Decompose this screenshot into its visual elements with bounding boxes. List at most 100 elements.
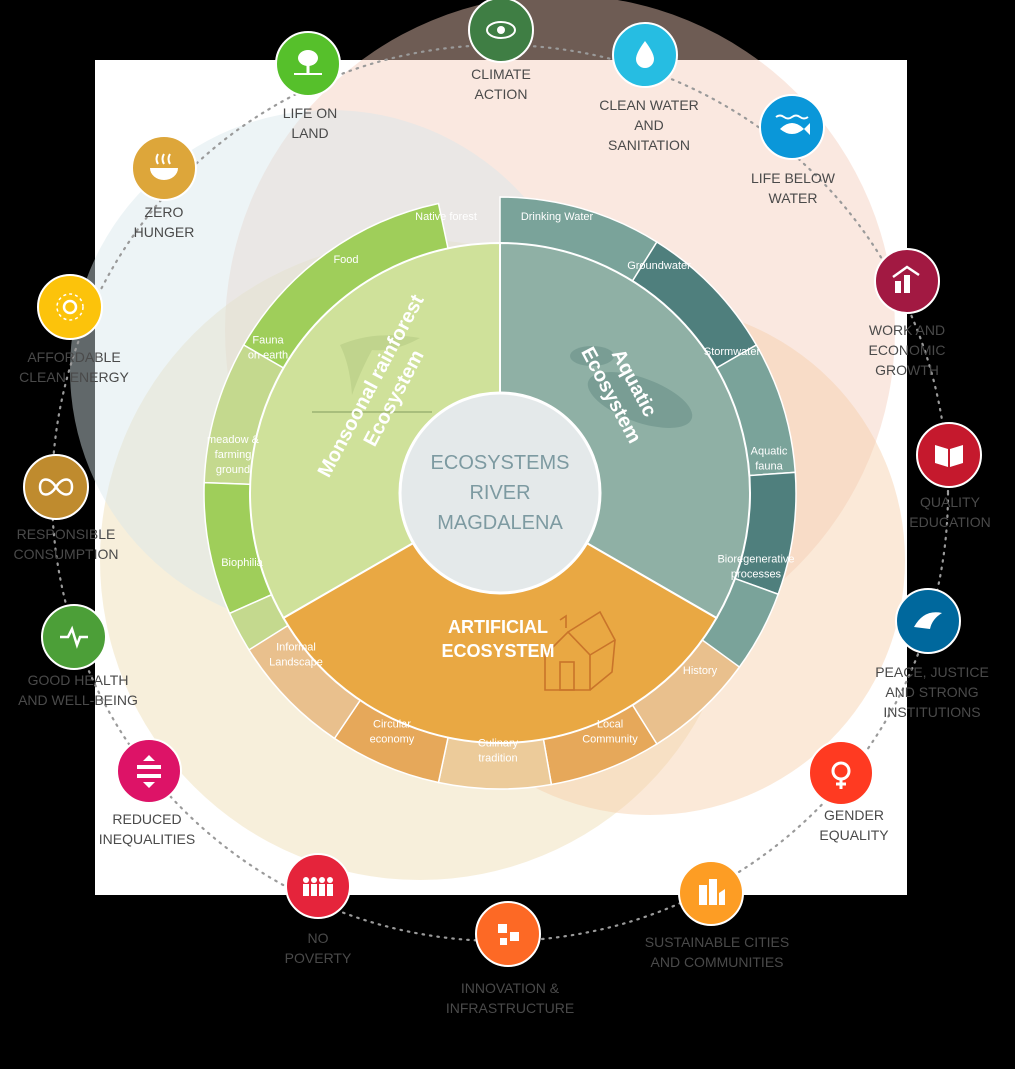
segment-label: Stormwater (704, 346, 761, 358)
segment-label: Groundwater (627, 260, 691, 272)
sdg-label-line: REDUCED (112, 811, 182, 827)
artificial-title: ARTIFICIAL ECOSYSTEM (441, 617, 554, 661)
tree-icon (294, 50, 322, 75)
center-title-line: RIVER (469, 482, 530, 504)
sdg-label: NO POVERTY (233, 928, 403, 968)
segment-label-line: Bioregenerative (717, 554, 794, 566)
sdg-badge (285, 853, 351, 919)
sdg-label-line: CLEAN ENERGY (19, 369, 129, 385)
segment-label: History (683, 665, 718, 677)
segment-label: Drinking Water (521, 211, 594, 223)
growth-chart-icon (892, 265, 920, 293)
segment-label-line: processes (731, 569, 782, 581)
artificial-title-line: ECOSYSTEM (441, 641, 554, 661)
toucan-silhouette-icon (340, 335, 420, 395)
sdg-label-line: RESPONSIBLE (16, 526, 116, 542)
segment-label-line: meadow & (207, 434, 260, 446)
segment-label: meadow & farming ground (207, 434, 260, 476)
fish-icon (775, 114, 810, 135)
sdg-badge (475, 901, 541, 967)
segment-label: Bioregenerative processes (717, 554, 794, 581)
sdg-label: AFFORDABLE CLEAN ENERGY (0, 347, 159, 387)
sdg-label: PEACE, JUSTICE AND STRONG INSTITUTIONS (847, 662, 1015, 722)
sdg-dotted-ring (50, 43, 950, 943)
segment-label-line: Groundwater (627, 260, 691, 272)
city-icon (699, 879, 725, 905)
segment-label-line: on earth (248, 350, 288, 362)
segment-label-line: Aquatic (751, 446, 788, 458)
sdg-label: INNOVATION &INFRASTRUCTURE (425, 978, 595, 1018)
segment-label-line: farming (215, 449, 252, 461)
sdg-label-line: CLEAN WATER (599, 97, 699, 113)
segment-label-line: ground (216, 464, 250, 476)
center-title: ECOSYSTEMS RIVER MAGDALENA (431, 452, 570, 534)
sdg-label-line: AND COMMUNITIES (650, 954, 784, 970)
sdg-label-line: ACTION (474, 86, 528, 102)
segment-label: Fauna on earth (248, 335, 288, 362)
sun-icon (56, 293, 84, 321)
sdg-label-line: LIFE BELOW (750, 170, 836, 186)
segment-label: Culinary tradition (478, 738, 519, 765)
segment-label: Food (333, 254, 358, 266)
house-icon (544, 610, 617, 691)
center-circle (398, 391, 602, 595)
artificial-title-line: ARTIFICIAL (448, 617, 548, 637)
segment-label-line: Drinking Water (521, 211, 594, 223)
fish-silhouette-icon (587, 372, 693, 428)
segment-label-line: Circular (373, 719, 411, 731)
segment-label-line: Local (597, 719, 623, 731)
sdg-badge (116, 738, 182, 804)
sdg-label-line: ZERO (144, 204, 184, 220)
sdg-label: REDUCED INEQUALITIES (62, 809, 232, 849)
sdg-label-line: INFRASTRUCTURE (445, 1000, 575, 1016)
sdg-label-line: AND STRONG (885, 684, 979, 700)
center-title-line: MAGDALENA (437, 512, 563, 534)
family-icon (303, 877, 333, 896)
segment-label-line: Landscape (269, 657, 323, 669)
sdg-label-line: POVERTY (284, 950, 352, 966)
equal-icon (137, 755, 161, 788)
sdg-badge (37, 274, 103, 340)
bowl-icon (150, 153, 178, 180)
segment-label-line: tradition (478, 753, 517, 765)
sdg-label-line: GROWTH (875, 362, 939, 378)
gender-icon (831, 761, 851, 789)
segment-label-line: Food (333, 254, 358, 266)
sdg-label-line: ECONOMIC (868, 342, 946, 358)
sdg-label-line: SANITATION (608, 137, 690, 153)
segment-label-line: Culinary (478, 738, 519, 750)
heartbeat-icon (60, 625, 88, 649)
sdg-label-line: INEQUALITIES (98, 831, 196, 847)
infinity-icon (38, 478, 74, 496)
segment-label-line: Fauna (252, 335, 284, 347)
segment-label-line: Biophilia (221, 557, 263, 569)
sdg-label-line: LAND (291, 125, 329, 141)
segment-label-line: Informal (276, 642, 316, 654)
segment-label-line: Stormwater (704, 346, 761, 358)
sdg-label-line: LIFE ON (282, 105, 338, 121)
sdg-label-line: INSTITUTIONS (883, 704, 981, 720)
eye-globe-icon (486, 21, 516, 39)
sdg-label-line: NO (307, 930, 329, 946)
sdg-label-line: AFFORDABLE (27, 349, 121, 365)
sdg-badge (916, 422, 982, 488)
fish-silhouette-small-icon (570, 346, 614, 366)
sdg-label: LIFE ON LAND (225, 103, 395, 143)
center-title-line: ECOSYSTEMS (431, 452, 570, 474)
sdg-label-line: PEACE, JUSTICE (875, 664, 989, 680)
sdg-label-line: EQUALITY (819, 827, 889, 843)
